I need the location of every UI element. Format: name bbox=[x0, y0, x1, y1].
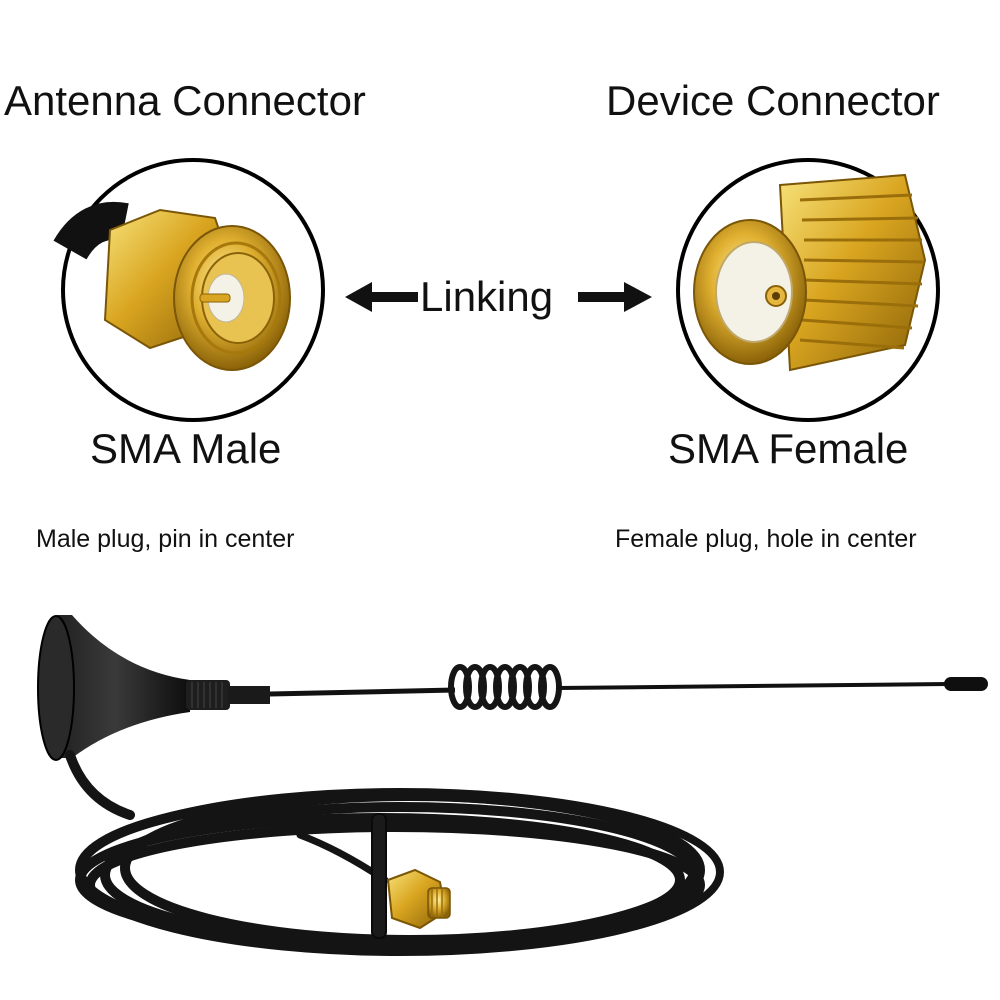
female-plug-description: Female plug, hole in center bbox=[615, 525, 917, 553]
antenna-connector-title: Antenna Connector bbox=[4, 77, 366, 124]
linking-arrows bbox=[345, 282, 652, 312]
cable-end-sma-connector bbox=[386, 868, 451, 930]
sma-female-label: SMA Female bbox=[668, 425, 909, 472]
coiled-cable bbox=[65, 750, 724, 956]
sma-male-label: SMA Male bbox=[90, 425, 282, 472]
sma-female-photo bbox=[676, 158, 940, 422]
male-plug-description: Male plug, pin in center bbox=[36, 525, 295, 553]
antenna-magnetic-base bbox=[37, 615, 270, 761]
device-connector-title: Device Connector bbox=[606, 77, 940, 124]
sma-male-photo bbox=[53, 158, 325, 422]
linking-label: Linking bbox=[420, 273, 554, 320]
antenna-whip-rod bbox=[269, 664, 988, 710]
